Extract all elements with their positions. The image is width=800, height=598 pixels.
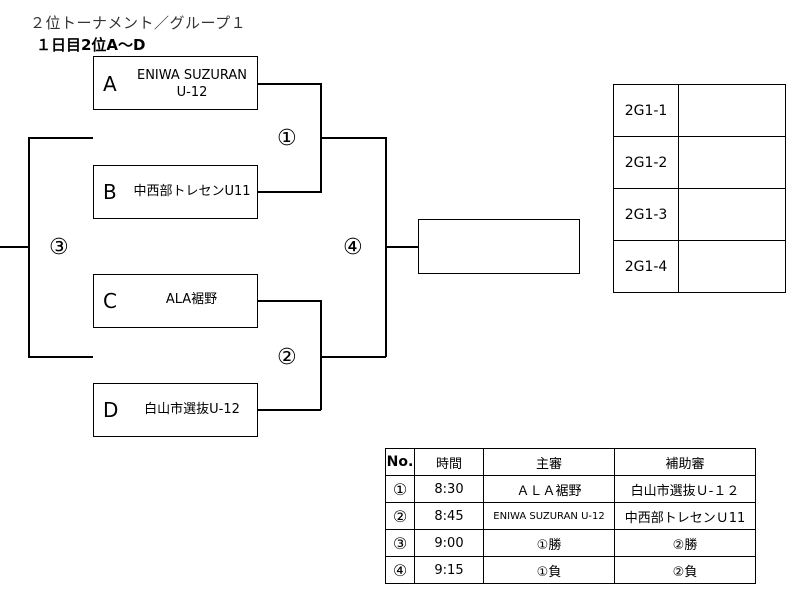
- result-row: 2G1-3: [613, 188, 786, 241]
- schedule-referee: ①勝: [483, 529, 615, 557]
- schedule-row: ③ 9:00 ①勝 ②勝: [385, 529, 756, 557]
- schedule-assistant: 中西部トレセンＵ11: [614, 502, 756, 530]
- bracket-line: [28, 356, 93, 358]
- schedule-time: 8:30: [414, 475, 484, 503]
- schedule-assistant: ②負: [614, 556, 756, 584]
- schedule-header-assistant: 補助審: [614, 448, 756, 476]
- match-marker-3: ③: [49, 235, 69, 260]
- result-row: 2G1-4: [613, 240, 786, 293]
- schedule-referee: ENIWA SUZURAN U-12: [483, 502, 615, 530]
- team-name-line1: ENIWA SUZURAN: [136, 68, 248, 83]
- schedule-header-row: No. 時間 主審 補助審: [385, 448, 756, 476]
- team-box-c: C ALA裾野: [93, 274, 258, 328]
- bracket-line: [258, 409, 321, 411]
- bracket-line: [320, 137, 386, 139]
- schedule-referee: ＡＬＡ裾野: [483, 475, 615, 503]
- match-marker-2: ②: [277, 345, 297, 370]
- schedule-no: ①: [385, 475, 415, 503]
- schedule-no: ②: [385, 502, 415, 530]
- bracket-line: [28, 137, 93, 139]
- schedule-no: ④: [385, 556, 415, 584]
- match-marker-4: ④: [343, 235, 363, 260]
- page-subtitle: １日目2位A～D: [36, 36, 146, 54]
- schedule-header-referee: 主審: [483, 448, 615, 476]
- schedule-assistant: 白山市選抜Ｕ-１２: [614, 475, 756, 503]
- team-letter: D: [103, 398, 119, 422]
- team-name: ALA裾野: [165, 292, 218, 307]
- result-cell: [678, 240, 786, 293]
- team-letter: A: [103, 72, 117, 96]
- result-table: 2G1-1 2G1-2 2G1-3 2G1-4: [613, 84, 786, 293]
- schedule-table: No. 時間 主審 補助審 ① 8:30 ＡＬＡ裾野 白山市選抜Ｕ-１２ ② 8…: [385, 448, 756, 584]
- schedule-time: 9:00: [414, 529, 484, 557]
- team-box-b: B 中西部トレセンU11: [93, 165, 258, 219]
- result-cell: [678, 188, 786, 241]
- result-label: 2G1-2: [613, 136, 679, 189]
- result-label: 2G1-4: [613, 240, 679, 293]
- team-letter: B: [103, 180, 117, 204]
- team-name-line2: U-12: [176, 85, 208, 100]
- result-row: 2G1-2: [613, 136, 786, 189]
- result-cell: [678, 84, 786, 137]
- page-title: ２位トーナメント／グループ１: [30, 14, 247, 32]
- bracket-line: [0, 246, 29, 248]
- schedule-referee: ①負: [483, 556, 615, 584]
- team-box-d: D 白山市選抜U-12: [93, 383, 258, 437]
- team-letter: C: [103, 289, 117, 313]
- schedule-header-time: 時間: [414, 448, 484, 476]
- result-label: 2G1-3: [613, 188, 679, 241]
- result-row: 2G1-1: [613, 84, 786, 137]
- bracket-line: [258, 300, 321, 302]
- final-result-box: [418, 219, 580, 274]
- bracket-line: [320, 356, 386, 358]
- bracket-line: [258, 191, 321, 193]
- team-name: 白山市選抜U-12: [144, 402, 240, 417]
- schedule-assistant: ②勝: [614, 529, 756, 557]
- schedule-time: 8:45: [414, 502, 484, 530]
- team-name: 中西部トレセンU11: [133, 184, 251, 199]
- bracket-line: [385, 246, 418, 248]
- schedule-row: ④ 9:15 ①負 ②負: [385, 556, 756, 584]
- schedule-row: ② 8:45 ENIWA SUZURAN U-12 中西部トレセンＵ11: [385, 502, 756, 530]
- schedule-time: 9:15: [414, 556, 484, 584]
- schedule-row: ① 8:30 ＡＬＡ裾野 白山市選抜Ｕ-１２: [385, 475, 756, 503]
- result-cell: [678, 136, 786, 189]
- schedule-no: ③: [385, 529, 415, 557]
- schedule-header-no: No.: [385, 448, 415, 476]
- bracket-line: [258, 83, 321, 85]
- bracket-line: [320, 300, 322, 410]
- team-box-a: A ENIWA SUZURAN U-12: [93, 56, 258, 110]
- match-marker-1: ①: [277, 126, 297, 151]
- team-name: ENIWA SUZURAN U-12: [132, 67, 252, 101]
- result-label: 2G1-1: [613, 84, 679, 137]
